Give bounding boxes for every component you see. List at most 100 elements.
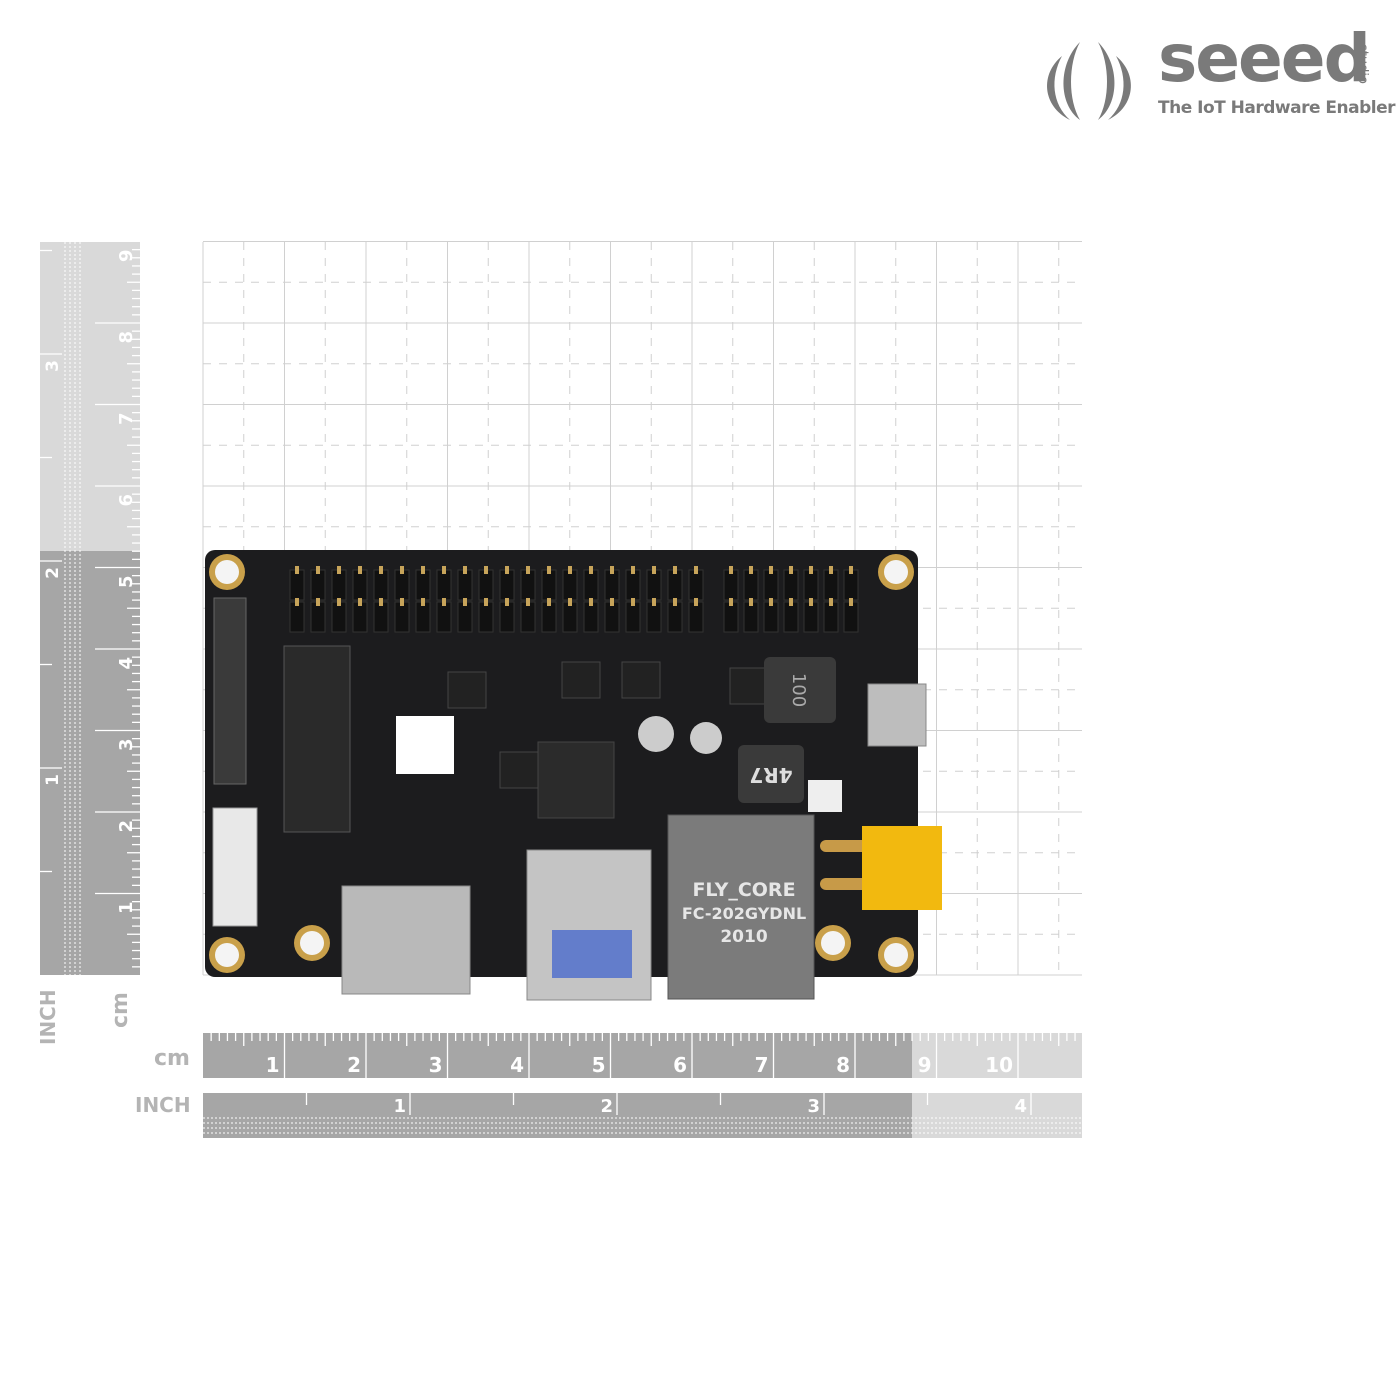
standoff [690,722,722,754]
gpio-pin [310,569,326,601]
vertical-cm-label: cm [108,992,133,1028]
ruler-tick-label: 5 [116,576,137,589]
mounting-hole-center [215,943,239,967]
gpio-pin-tip [610,566,614,574]
gpio-pin-tip [295,566,299,574]
gpio-pin [541,569,557,601]
gpio-pin-tip [400,598,404,606]
gpio-pin [289,601,305,633]
gpio-pin [646,569,662,601]
gpio-pin-tip [673,566,677,574]
ruler-tick-label: 5 [592,1053,606,1077]
gpio-pin-tip [442,566,446,574]
gpio-pin-tip [610,598,614,606]
gpio-pin [667,569,683,601]
aux-pin-tip [749,598,753,606]
gpio-pin-tip [421,598,425,606]
gpio-pin [604,601,620,633]
gpio-pin [373,569,389,601]
gpio-pin-tip [589,566,593,574]
logo-brand: seeed [1158,20,1371,97]
gpio-pin [373,601,389,633]
ethernet-label: FC-202GYDNL [682,904,806,923]
gpio-pin-tip [631,598,635,606]
ruler-tick-label: 8 [116,331,137,344]
gpio-pin-tip [379,598,383,606]
aux-pin [783,601,799,633]
gpio-pin [457,569,473,601]
gpio-pin-tip [400,566,404,574]
gpio-pin-tip [337,566,341,574]
gpio-pin [478,601,494,633]
inductor-large-label: 4R7 [749,763,792,787]
standoff [638,716,674,752]
aux-pin [763,601,779,633]
gpio-pin-tip [526,566,530,574]
gpio-pin [331,601,347,633]
qr-label [396,716,454,774]
gpio-pin-tip [358,566,362,574]
inductor-100 [764,657,836,723]
gpio-pin-tip [547,566,551,574]
gpio-pin-tip [526,598,530,606]
gpio-pin [541,601,557,633]
ruler-light-section [912,1093,1082,1138]
aux-pin-tip [829,598,833,606]
gpio-pin [520,601,536,633]
gpio-pin [394,601,410,633]
mounting-hole-center [821,931,845,955]
gpio-pin [394,569,410,601]
gpio-pin-tip [547,598,551,606]
ruler-tick-label: 1 [393,1096,406,1117]
ruler-tick-label: 3 [43,360,63,372]
aux-pin [823,569,839,601]
gpio-pin [478,569,494,601]
aux-pin-tip [829,566,833,574]
ruler-tick-label: 1 [116,902,137,915]
ruler-dark-section [203,1093,912,1138]
xt30-pin [820,878,870,890]
ruler-tick-label: 1 [1081,1053,1095,1077]
aux-pin-tip [769,598,773,606]
gpio-pin [289,569,305,601]
xt30-pin [820,840,870,852]
ruler-tick-label: 10 [985,1053,1013,1077]
mounting-hole-center [884,560,908,584]
gpio-pin [604,569,620,601]
gpio-pin-tip [652,598,656,606]
logo-tagline: The IoT Hardware Enabler [1158,98,1396,118]
ruler-tick-label: 1 [43,774,63,786]
ruler-tick-label: 3 [807,1096,820,1117]
gpio-pin [352,601,368,633]
gpio-pin [331,569,347,601]
gpio-pin-tip [694,566,698,574]
ruler-tick-label: 2 [116,820,137,833]
ic-chip [561,661,601,699]
ruler-tick-label: 2 [347,1053,361,1077]
aux-pin [743,569,759,601]
gpio-pin [646,601,662,633]
aux-pin [843,601,859,633]
ruler-tick-label: 2 [43,567,63,579]
aux-pin-tip [729,598,733,606]
gpio-pin [583,601,599,633]
ruler-tick-label: 9 [918,1053,932,1077]
fpc-connector [213,597,247,785]
gpio-pin [436,569,452,601]
ic-chip [621,661,661,699]
xt30-connector [862,826,942,910]
fpc-connector-white [212,807,258,927]
gpio-pin [415,569,431,601]
gpio-pin [625,569,641,601]
gpio-pin [352,569,368,601]
gpio-pin [499,601,515,633]
ruler-tick-label: 9 [116,250,137,263]
gpio-pin [436,601,452,633]
aux-pin-tip [729,566,733,574]
gpio-pin-tip [484,566,488,574]
gpio-pin [583,569,599,601]
ruler-dark-section [203,1033,912,1078]
